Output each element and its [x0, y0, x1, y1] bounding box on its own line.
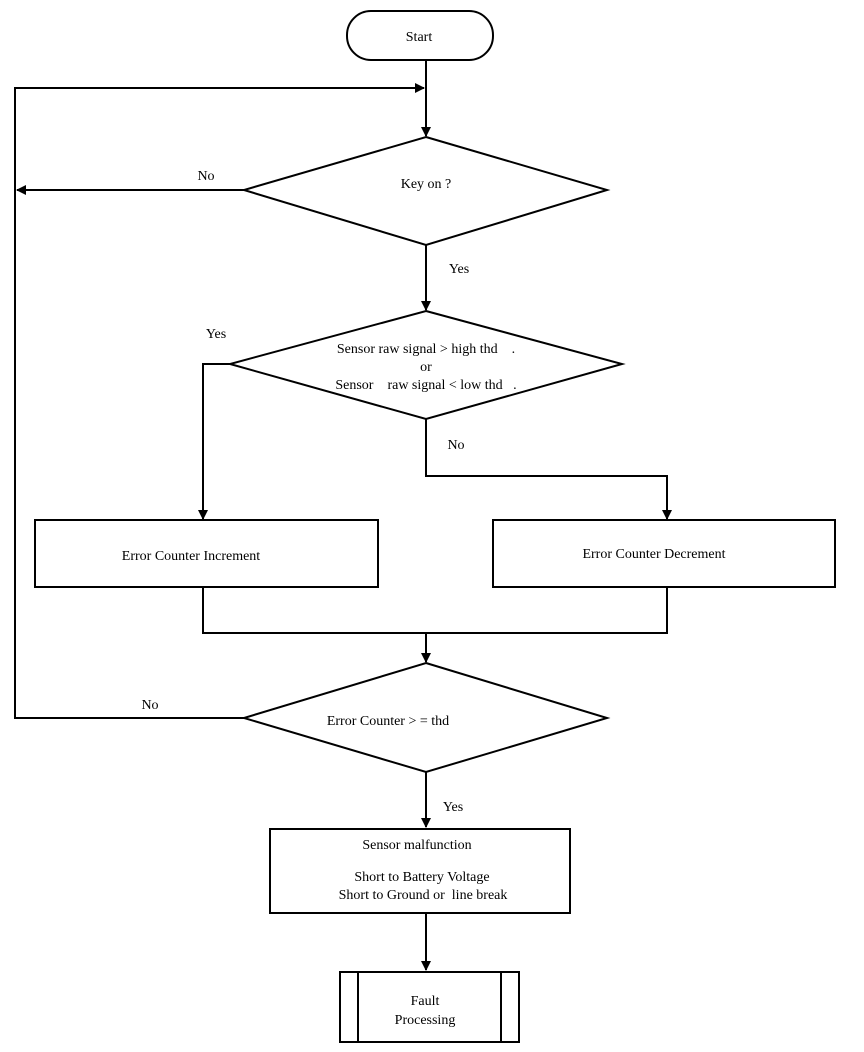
start-terminator: Start [346, 10, 494, 61]
counter-threshold-decision: Error Counter > = thd [240, 661, 611, 774]
increment-merge-connector [202, 587, 668, 634]
increment-label: Error Counter Increment [122, 549, 260, 564]
malfunction-ground: Short to Ground or line break [339, 888, 508, 903]
sensor-no-label: No [447, 438, 464, 453]
counter-no-label: No [141, 698, 158, 713]
loop-back-connector [14, 83, 425, 719]
error-counter-increment-box: Error Counter Increment [34, 519, 379, 588]
sensor-yes-connector [198, 363, 230, 520]
counter-threshold-label: Error Counter > = thd [327, 714, 449, 729]
processing-label: Processing [395, 1013, 456, 1028]
counter-yes-label: Yes [443, 800, 463, 815]
sensor-signal-decision: Sensor raw signal > high thd . or Sensor… [226, 309, 626, 421]
start-label: Start [406, 30, 433, 45]
malfunction-title: Sensor malfunction [362, 838, 471, 853]
fault-processing-box: Fault Processing [339, 971, 520, 1043]
fault-label: Fault [411, 994, 440, 1009]
key-on-label: Key on ? [401, 177, 452, 192]
sensor-yes-label: Yes [206, 327, 226, 342]
sensor-condition-low: Sensor raw signal < low thd . [335, 378, 516, 393]
sensor-condition-high: Sensor raw signal > high thd . [337, 342, 515, 357]
malfunction-battery: Short to Battery Voltage [354, 870, 489, 885]
decrement-label: Error Counter Decrement [582, 547, 725, 562]
key-on-yes-label: Yes [449, 262, 469, 277]
key-on-no-label: No [197, 169, 214, 184]
sensor-malfunction-box: Sensor malfunction Short to Battery Volt… [269, 828, 571, 914]
key-on-decision: Key on ? [240, 135, 611, 247]
sensor-condition-or: or [420, 360, 432, 375]
sensor-no-connector [425, 419, 672, 520]
error-counter-decrement-box: Error Counter Decrement [492, 519, 836, 588]
